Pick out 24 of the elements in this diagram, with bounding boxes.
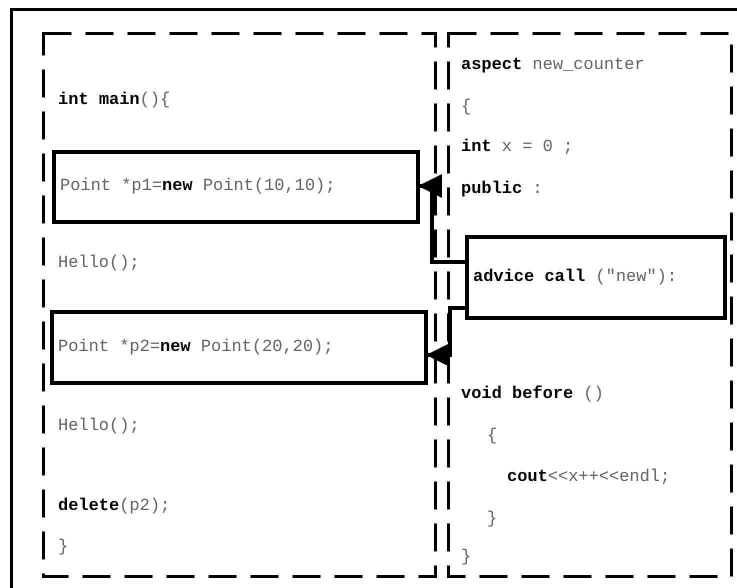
arrow: [418, 174, 465, 264]
code-line: {: [487, 426, 498, 448]
code-line: }: [58, 537, 68, 559]
code-line: int x = 0 ;: [461, 137, 574, 159]
code-line: Point *p1=new Point(10,10);: [60, 176, 336, 198]
code-line: delete(p2);: [58, 496, 170, 518]
code-box: [465, 235, 727, 320]
code-panel: [447, 32, 733, 578]
code-panel: [42, 32, 437, 578]
code-line: void before (): [461, 384, 604, 406]
code-line: Point *p2=new Point(20,20);: [58, 336, 334, 358]
code-line: Hello();: [58, 253, 140, 275]
code-line: cout<<x++<<endl;: [507, 467, 670, 489]
code-line: }: [461, 547, 472, 569]
code-line: advice call ("new"):: [473, 266, 678, 288]
code-line: {: [461, 97, 472, 119]
code-box: [52, 150, 420, 224]
code-line: int main(){: [58, 90, 170, 112]
code-box: [50, 310, 428, 385]
arrow: [426, 306, 465, 367]
code-line: public :: [461, 179, 543, 201]
code-line: aspect new_counter: [461, 55, 645, 77]
code-line: Hello();: [58, 416, 140, 438]
code-line: }: [487, 509, 498, 531]
